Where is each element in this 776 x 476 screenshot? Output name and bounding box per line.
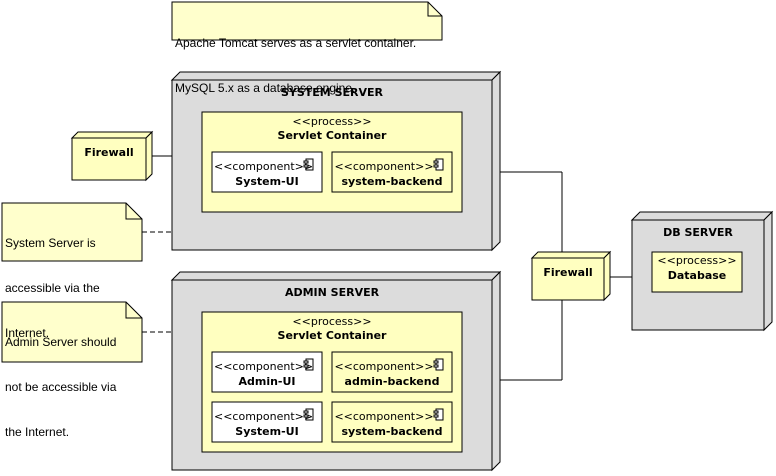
admin-system-ui-component: [211, 401, 323, 443]
component-icon: [433, 158, 444, 171]
component-name: System-UI: [235, 425, 299, 438]
component-icon: [433, 408, 444, 421]
system-ui-component: [211, 151, 323, 193]
firewall-left-node: [70, 130, 154, 182]
component-icon: [433, 358, 444, 371]
note-line: not be accessible via: [5, 380, 117, 394]
system-server-title: SYSTEM SERVER: [280, 86, 383, 99]
firewall-right-node: [530, 250, 612, 302]
component-stereotype: <<component>>: [334, 360, 434, 373]
db-process-box: [651, 251, 743, 293]
system-process-stereotype: <<process>>: [292, 115, 372, 128]
component-stereotype: <<component>>: [334, 410, 434, 423]
firewall-left-label: Firewall: [84, 146, 134, 159]
note-line: System Server is: [5, 236, 96, 250]
db-process-stereotype: <<process>>: [657, 254, 737, 267]
admin-process-name: Servlet Container: [277, 329, 387, 342]
note-system: [1, 202, 143, 262]
component-name: System-UI: [235, 175, 299, 188]
admin-ui-component: [211, 351, 323, 393]
admin-backend-component: [331, 351, 453, 393]
admin-server-node: [170, 270, 502, 472]
component-stereotype: <<component>>: [214, 360, 314, 373]
component-icon: [303, 358, 314, 371]
system-backend-component: [331, 151, 453, 193]
component-icon: [303, 408, 314, 421]
component-name: system-backend: [341, 425, 443, 438]
note-top: [171, 1, 443, 41]
db-process-name: Database: [667, 269, 727, 282]
component-name: admin-backend: [344, 375, 440, 388]
firewall-right-label: Firewall: [543, 266, 593, 279]
system-process-name: Servlet Container: [277, 129, 387, 142]
note-system-text: System Server is accessible via the Inte…: [5, 206, 100, 356]
component-icons: [303, 158, 444, 421]
note-line: Apache Tomcat serves as a servlet contai…: [175, 36, 417, 50]
admin-server-title: ADMIN SERVER: [284, 286, 380, 299]
component-name: Admin-UI: [238, 375, 296, 388]
admin-system-backend-component: [331, 401, 453, 443]
note-line: Internet.: [5, 326, 50, 340]
component-name: system-backend: [341, 175, 443, 188]
note-line: the Internet.: [5, 425, 70, 439]
component-stereotype: <<component>>: [214, 160, 314, 173]
db-server-title: DB SERVER: [663, 226, 733, 239]
note-line: MySQL 5.x as a database engine.: [175, 81, 356, 95]
component-stereotype: <<component>>: [214, 410, 314, 423]
admin-process-stereotype: <<process>>: [292, 315, 372, 328]
component-icon: [303, 158, 314, 171]
note-line: accessible via the: [5, 281, 100, 295]
note-admin-text: Admin Server should not be accessible vi…: [5, 305, 116, 455]
note-admin: [1, 301, 143, 363]
note-top-text: Apache Tomcat serves as a servlet contai…: [175, 6, 416, 111]
db-server-node: [630, 210, 774, 332]
connections: [142, 155, 632, 381]
note-line: Admin Server should: [5, 335, 117, 349]
component-stereotype: <<component>>: [334, 160, 434, 173]
